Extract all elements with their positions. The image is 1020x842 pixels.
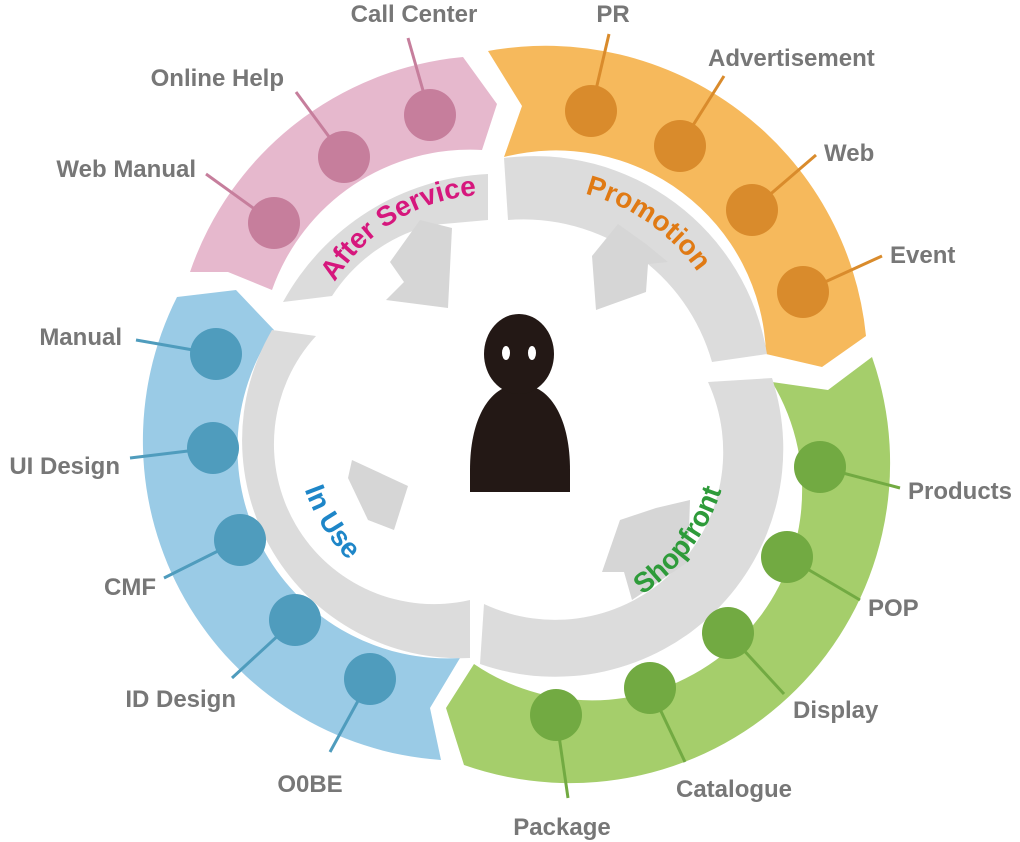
arrow-promotion	[592, 224, 668, 310]
person-icon	[470, 314, 570, 492]
label-catalogue: Catalogue	[676, 776, 792, 803]
node-call-center	[404, 89, 456, 141]
node-id-design	[269, 594, 321, 646]
label-web: Web	[824, 140, 874, 167]
label-advertisement: Advertisement	[708, 45, 875, 72]
node-o0be	[344, 653, 396, 705]
node-ui-design	[187, 422, 239, 474]
label-o0be: O0BE	[277, 771, 342, 798]
node-web	[726, 184, 778, 236]
node-manual	[190, 328, 242, 380]
inner-ring	[242, 156, 784, 677]
person-eye-right	[528, 346, 536, 360]
inner-ring-promotion	[504, 156, 767, 362]
label-web-manual: Web Manual	[56, 156, 196, 183]
node-pr	[565, 85, 617, 137]
node-advertisement	[654, 120, 706, 172]
label-products: Products	[908, 478, 1012, 505]
label-pop: POP	[868, 595, 919, 622]
inner-ring-shopfront	[480, 378, 784, 677]
inward-arrows	[348, 220, 690, 600]
arrow-in-use	[348, 460, 408, 530]
person-body	[470, 388, 570, 492]
label-online-help: Online Help	[151, 65, 284, 92]
label-package: Package	[513, 814, 610, 841]
node-display	[702, 607, 754, 659]
node-online-help	[318, 131, 370, 183]
node-products	[794, 441, 846, 493]
label-pr: PR	[596, 1, 629, 28]
node-package	[530, 689, 582, 741]
node-event	[777, 266, 829, 318]
arrow-after-service	[386, 220, 452, 308]
node-web-manual	[248, 197, 300, 249]
person-eye-left	[502, 346, 510, 360]
node-catalogue	[624, 662, 676, 714]
label-display: Display	[793, 697, 879, 724]
band-shopfront	[446, 357, 891, 784]
label-manual: Manual	[39, 324, 122, 351]
label-ui-design: UI Design	[9, 453, 120, 480]
label-id-design: ID Design	[125, 686, 236, 713]
label-event: Event	[890, 242, 955, 269]
arrow-shopfront	[602, 500, 690, 600]
node-cmf	[214, 514, 266, 566]
inner-ring-after-service	[283, 174, 488, 302]
band-in-use	[142, 290, 460, 760]
person-head	[484, 314, 554, 394]
node-pop	[761, 531, 813, 583]
inner-ring-in-use	[242, 330, 470, 659]
label-cmf: CMF	[104, 574, 156, 601]
label-call-center: Call Center	[351, 1, 478, 28]
